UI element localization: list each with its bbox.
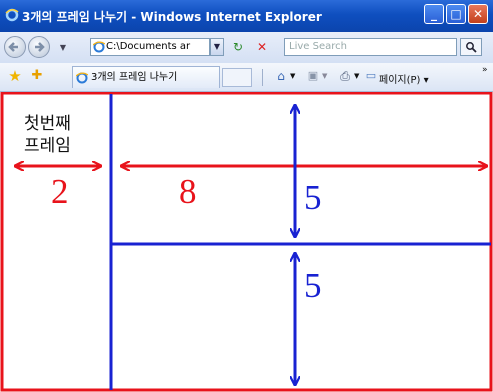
tab-label: 3개의 프레임 나누기 bbox=[91, 72, 178, 83]
add-favorites-icon[interactable]: ✚ bbox=[31, 68, 43, 83]
maximize-button[interactable]: □ bbox=[446, 4, 466, 24]
frame-diagram: 첫번째 프레임 2 8 5 5 bbox=[0, 92, 493, 392]
forward-arrow-icon bbox=[35, 42, 45, 52]
frame-lines bbox=[0, 92, 493, 392]
address-dropdown-button[interactable]: ▼ bbox=[210, 38, 224, 56]
search-input[interactable]: Live Search bbox=[284, 38, 457, 56]
tab-toolbar: ★ ✚ 3개의 프레임 나누기 ⌂ ▼ ▣ ▼ ⎙ ▼ ▭ 페이지(P) ▾ » bbox=[0, 63, 493, 92]
forward-button[interactable] bbox=[28, 36, 50, 58]
page-menu-label: 페이지(P) bbox=[379, 75, 421, 86]
print-dropdown-icon[interactable]: ▼ bbox=[354, 72, 360, 80]
window-titlebar: 3개의 프레임 나누기 - Windows Internet Explorer … bbox=[0, 0, 493, 32]
page-icon bbox=[93, 41, 105, 53]
chevron-more-icon[interactable]: » bbox=[482, 65, 488, 75]
new-tab-button[interactable] bbox=[222, 68, 252, 87]
tab-page-icon bbox=[76, 72, 88, 84]
page-menu-icon[interactable]: ▭ bbox=[365, 69, 377, 82]
favorites-star-icon[interactable]: ★ bbox=[8, 67, 22, 85]
bottom-ratio-label: 5 bbox=[304, 266, 322, 305]
address-bar[interactable]: C:\Documents ar bbox=[90, 38, 210, 56]
left-ratio-label: 2 bbox=[51, 172, 69, 211]
home-dropdown-icon[interactable]: ▼ bbox=[290, 72, 296, 80]
toolbar-divider bbox=[262, 69, 263, 86]
navigation-bar: ▼ C:\Documents ar ▼ ↻ ✕ Live Search bbox=[0, 32, 493, 63]
address-text: C:\Documents ar bbox=[106, 41, 191, 52]
back-button[interactable] bbox=[4, 36, 26, 58]
page-menu[interactable]: 페이지(P) ▾ bbox=[379, 75, 429, 86]
search-placeholder: Live Search bbox=[289, 41, 347, 52]
window-title: 3개의 프레임 나누기 - Windows Internet Explorer bbox=[22, 10, 322, 24]
back-arrow-icon bbox=[8, 42, 18, 52]
tab-current[interactable]: 3개의 프레임 나누기 bbox=[72, 66, 220, 88]
feeds-dropdown-icon[interactable]: ▼ bbox=[322, 72, 328, 80]
top-ratio-label: 5 bbox=[304, 178, 322, 217]
left-frame-label-line2: 프레임 bbox=[24, 136, 71, 156]
left-frame-label: 첫번째 프레임 bbox=[24, 113, 71, 157]
minimize-button[interactable]: _ bbox=[424, 4, 444, 24]
stop-icon[interactable]: ✕ bbox=[256, 40, 268, 54]
refresh-icon[interactable]: ↻ bbox=[232, 40, 244, 54]
home-icon[interactable]: ⌂ bbox=[277, 69, 285, 83]
history-dropdown-icon[interactable]: ▼ bbox=[59, 43, 67, 52]
search-icon bbox=[466, 42, 477, 53]
right-ratio-label: 8 bbox=[179, 172, 197, 211]
close-button[interactable]: ✕ bbox=[468, 4, 488, 24]
left-frame-label-line1: 첫번째 bbox=[24, 114, 71, 134]
print-icon[interactable]: ⎙ bbox=[340, 69, 350, 83]
feeds-icon[interactable]: ▣ bbox=[307, 69, 319, 82]
search-button[interactable] bbox=[460, 38, 482, 56]
left-frame-border bbox=[0, 92, 493, 392]
ie-logo-icon bbox=[5, 8, 19, 22]
